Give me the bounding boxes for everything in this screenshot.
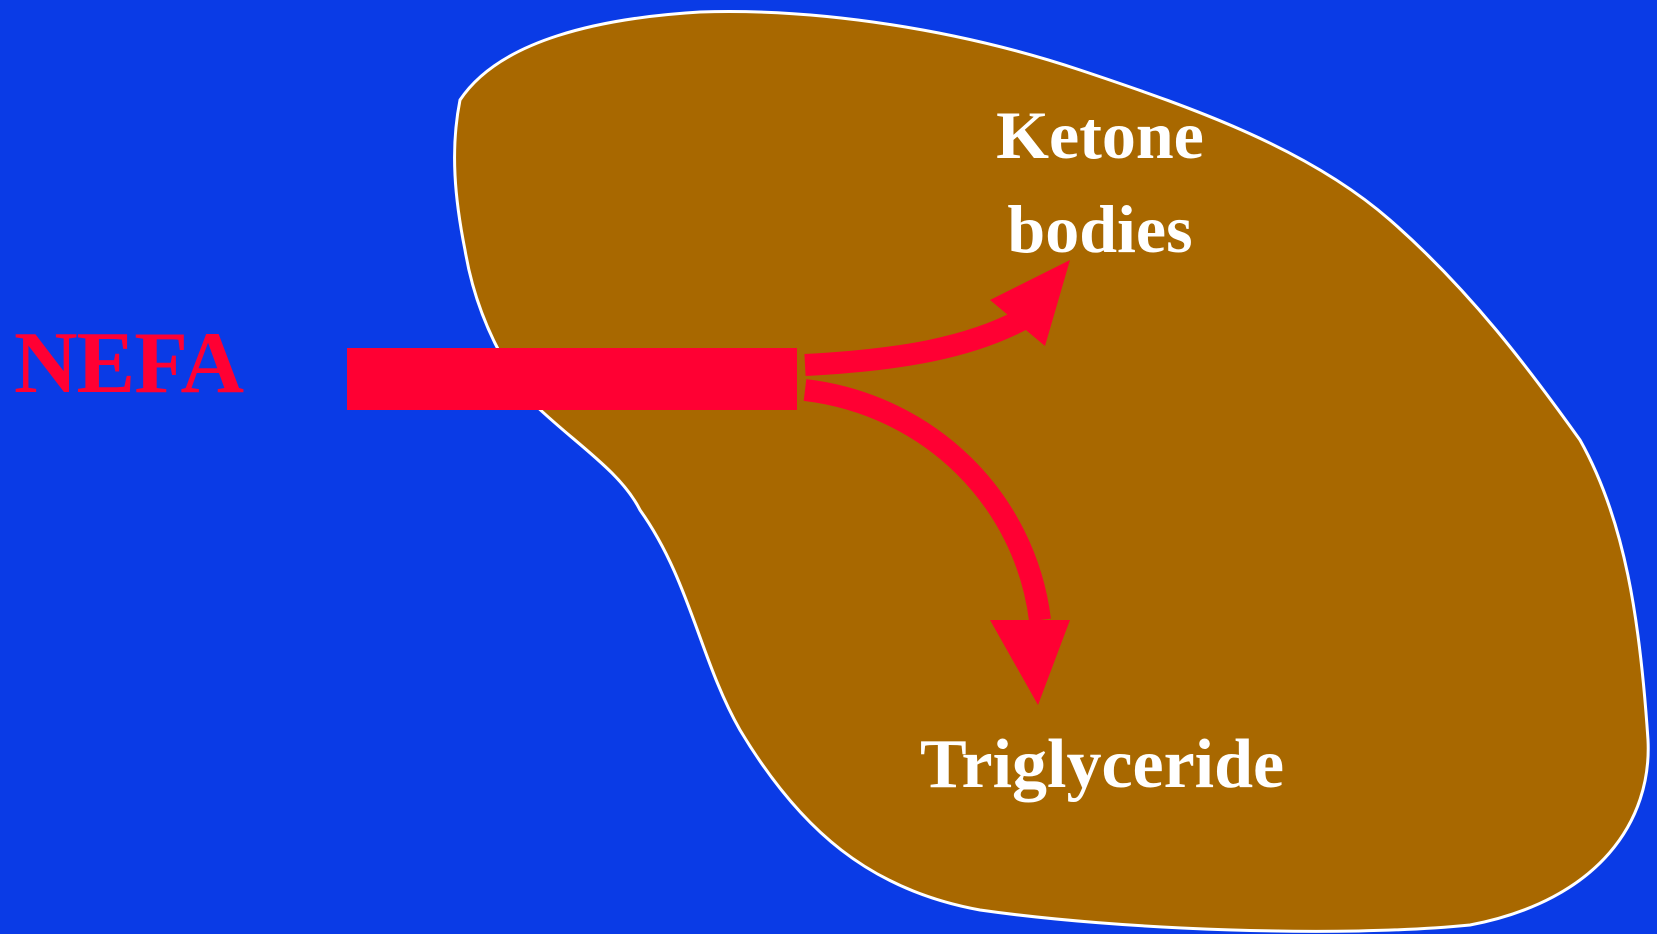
ketone-bodies-label-line-2: bodies bbox=[950, 182, 1250, 276]
nefa-label: NEFA bbox=[14, 320, 243, 408]
triglyceride-label: Triglyceride bbox=[920, 730, 1284, 800]
nefa-arrow-shaft bbox=[347, 348, 797, 410]
ketone-bodies-label-line-1: Ketone bbox=[950, 88, 1250, 182]
ketone-bodies-label: Ketone bodies bbox=[950, 88, 1250, 276]
